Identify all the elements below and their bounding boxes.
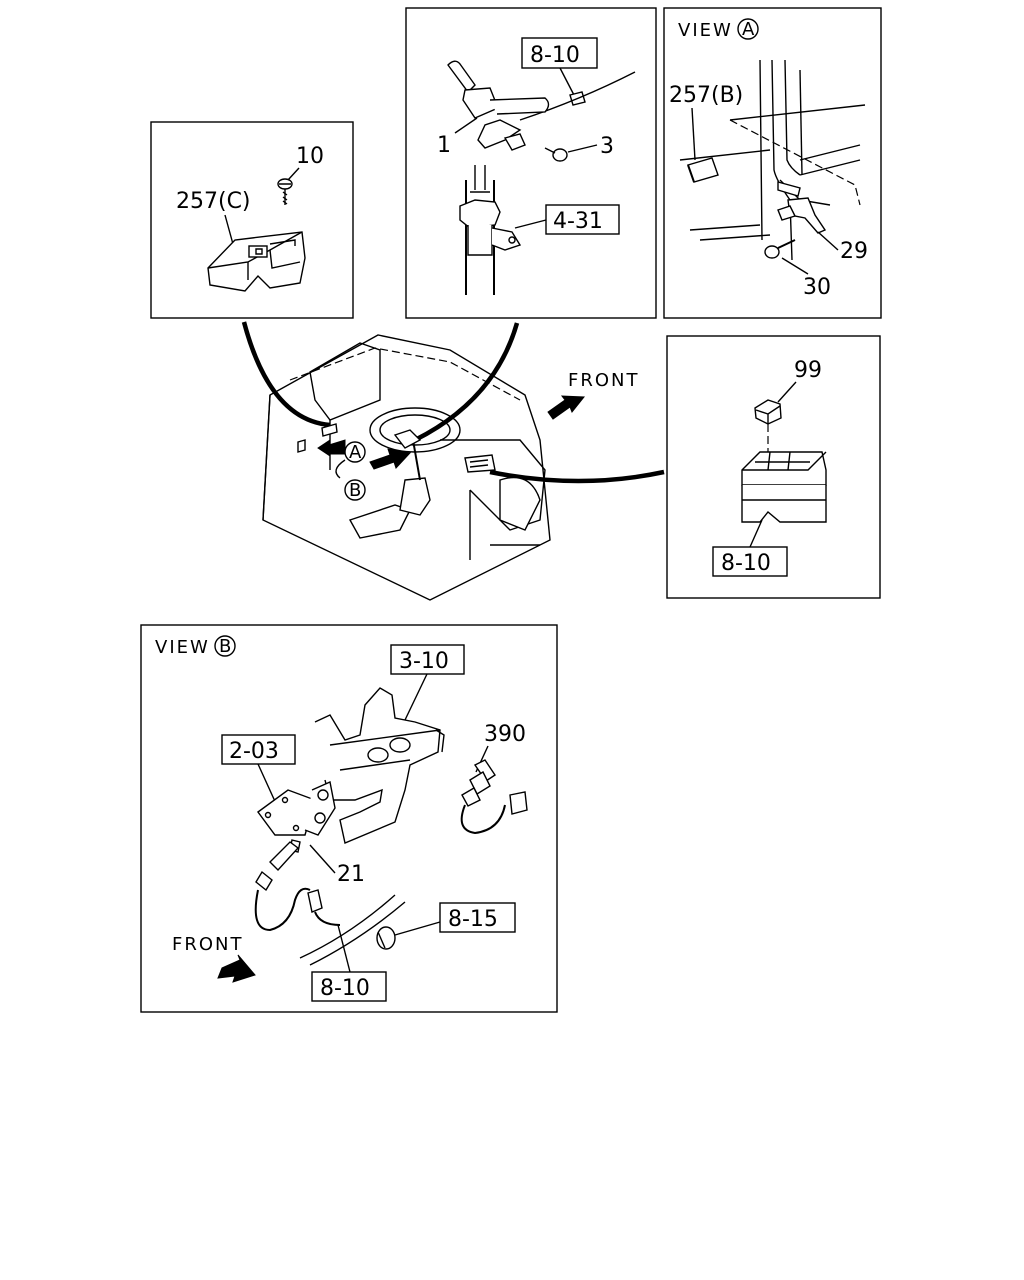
- switch-panel: 10 257(C): [150, 121, 354, 319]
- clip-8-15-icon: [376, 926, 396, 950]
- view-a-arrow-icon: [369, 448, 411, 470]
- view-a-marker: A: [742, 19, 755, 40]
- view-a-panel-frame: [663, 7, 882, 319]
- ref-8-10-column: 8-10: [530, 43, 580, 68]
- bolt-30-icon: [764, 239, 796, 259]
- ref-2-03-view-b: 2-03: [229, 739, 279, 764]
- steering-column-icon: [459, 165, 522, 295]
- ref-8-10-view-b: 8-10: [320, 976, 370, 1001]
- view-b-title: VIEW: [155, 637, 210, 658]
- relay-99-icon: [754, 399, 782, 425]
- door-frame-lines: [679, 59, 866, 261]
- relay-block-icon: [741, 451, 827, 523]
- switch-257c-icon: [207, 231, 306, 292]
- part-label-3: 3: [600, 134, 614, 159]
- cab-outline: [262, 334, 551, 601]
- callout-curve-switch: [241, 321, 331, 428]
- column-panel-frame: [405, 7, 657, 319]
- view-b-panel: VIEW B 3-10 2-03 21: [140, 624, 558, 1013]
- bracket-3-10-icon: [314, 687, 445, 844]
- cab-overview: FRONT A B: [241, 321, 665, 601]
- ref-4-31-column: 4-31: [553, 209, 603, 234]
- view-b-panel-frame: [140, 624, 558, 1013]
- part-label-99: 99: [794, 358, 822, 383]
- bracket-29-icon: [777, 181, 827, 234]
- relay-panel-frame: [666, 335, 881, 599]
- overview-marker-a: A: [349, 442, 362, 463]
- switch-21-icon: [255, 781, 336, 892]
- column-panel: 8-10 1 3 4-31: [405, 7, 657, 319]
- sensor-390-icon: [460, 759, 528, 835]
- relay-panel: 99 8-10: [666, 335, 881, 599]
- view-a-title: VIEW: [678, 20, 733, 41]
- screw-icon: [277, 178, 293, 205]
- part-label-30: 30: [803, 275, 831, 300]
- view-b-marker: B: [219, 636, 231, 657]
- part-label-21: 21: [337, 862, 365, 887]
- overview-marker-b-circle: [344, 479, 366, 501]
- front-arrow-icon: [547, 395, 586, 420]
- view-b-front-label: FRONT: [172, 934, 244, 955]
- overview-marker-a-circle: [344, 441, 366, 463]
- switch-257b-icon: [687, 157, 719, 183]
- part-label-10: 10: [296, 144, 324, 169]
- screw-icon: [544, 147, 568, 162]
- view-a-marker-circle: [737, 18, 759, 40]
- ref-8-15-view-b: 8-15: [448, 907, 498, 932]
- part-label-257b: 257(B): [669, 83, 743, 108]
- switch-panel-frame: [150, 121, 354, 319]
- ref-3-10-view-b: 3-10: [399, 649, 449, 674]
- callout-curve-column: [413, 322, 520, 443]
- harness-icon: [254, 887, 406, 966]
- combination-switch-icon: [447, 60, 550, 151]
- part-label-257c: 257(C): [176, 189, 251, 214]
- part-label-1: 1: [437, 133, 451, 158]
- view-b-marker-circle: [214, 635, 236, 657]
- view-b-front-arrow-icon: [217, 954, 256, 983]
- ref-8-10-relay: 8-10: [721, 551, 771, 576]
- overview-front-label: FRONT: [568, 370, 640, 391]
- part-label-29: 29: [840, 239, 868, 264]
- overview-marker-b: B: [349, 480, 361, 501]
- view-a-panel: VIEW A 257(B) 29 30: [663, 7, 882, 319]
- part-label-390: 390: [484, 722, 526, 747]
- callout-curve-relay: [489, 469, 665, 484]
